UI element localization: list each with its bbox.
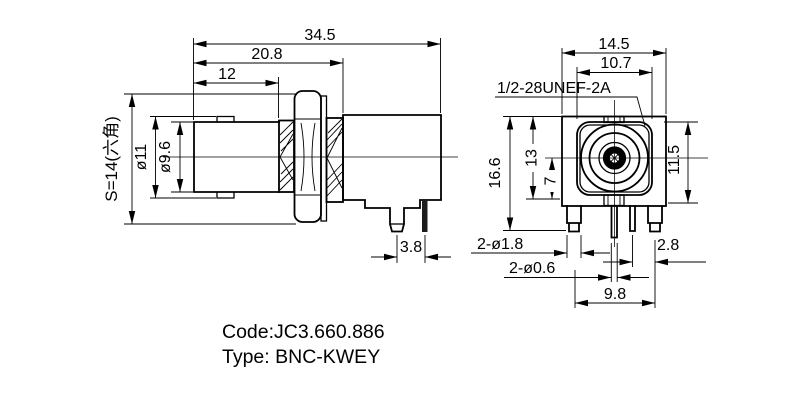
dim-3-8-label: 3.8 xyxy=(400,239,422,256)
dim-10-7: 10.7 xyxy=(576,55,653,119)
dim-3-8: 3.8 xyxy=(371,235,451,263)
dim-11-5-label: 11.5 xyxy=(666,145,683,175)
front-view: 14.5 10.7 1/2-28UNEF-2A 11.5 16.6 xyxy=(471,36,708,308)
part-type: Type: BNC-KWEY xyxy=(222,346,380,368)
dim-9-8: 9.8 xyxy=(574,270,655,308)
bnc-barrel-outline xyxy=(193,115,280,199)
dim-16-6-label: 16.6 xyxy=(487,157,504,188)
dim-d9-6-label: ø9.6 xyxy=(157,141,174,173)
socket-slots xyxy=(610,153,619,163)
dim-7: 7 xyxy=(543,158,560,199)
dim-2-d0-6: 2-ø0.6 xyxy=(504,243,649,282)
part-code: Code:JC3.660.886 xyxy=(222,321,385,343)
dim-s14-label: S=14(六角) xyxy=(102,116,121,202)
dim-13-label: 13 xyxy=(524,149,541,167)
dim-11-5: 11.5 xyxy=(664,121,698,204)
dim-2-8: 2.8 xyxy=(603,235,706,308)
dim-20-8-label: 20.8 xyxy=(251,46,282,63)
pcb-tab-leg xyxy=(422,200,428,232)
contact-ring xyxy=(602,146,627,170)
dim-12-label: 12 xyxy=(218,66,236,83)
coaxial-rings xyxy=(580,123,649,193)
bayonet-lug-bottom xyxy=(216,191,235,199)
front-legs xyxy=(566,205,663,239)
dim-20-8: 20.8 xyxy=(193,46,344,113)
dim-2-d1-8-label: 2-ø1.8 xyxy=(477,236,523,253)
dim-d11: ø11 xyxy=(133,116,216,199)
dim-7-label: 7 xyxy=(543,176,560,185)
hex-nut xyxy=(293,90,322,223)
dim-s14: S=14(六角) xyxy=(102,93,296,225)
dim-10-7-label: 10.7 xyxy=(600,55,631,72)
dim-2-d1-8: 2-ø1.8 xyxy=(471,235,610,258)
title-block: Code:JC3.660.886 Type: BNC-KWEY xyxy=(222,321,385,368)
thread-section-front xyxy=(278,119,295,193)
dim-2-d0-6-label: 2-ø0.6 xyxy=(509,260,555,277)
dim-14-5: 14.5 xyxy=(561,36,667,114)
dim-2-8-label: 2.8 xyxy=(657,237,679,254)
dim-34-5: 34.5 xyxy=(193,27,441,120)
thread-section-rear xyxy=(325,117,344,203)
dim-13: 13 xyxy=(524,116,560,200)
bayonet-lug-top xyxy=(216,115,235,123)
dim-d9-6: ø9.6 xyxy=(157,121,193,193)
dim-14-5-label: 14.5 xyxy=(598,36,629,53)
thread-spec-label: 1/2-28UNEF-2A xyxy=(497,80,611,97)
side-view: 34.5 20.8 12 S=14(六角) ø11 xyxy=(102,27,458,263)
thread-spec-callout: 1/2-28UNEF-2A xyxy=(495,80,646,127)
connector-body-block xyxy=(342,114,442,233)
flange-key-top xyxy=(603,115,625,124)
flange-key-bottom xyxy=(603,194,625,207)
dim-34-5-label: 34.5 xyxy=(304,27,335,44)
dim-9-8-label: 9.8 xyxy=(604,286,626,303)
dim-d11-label: ø11 xyxy=(133,144,150,170)
dim-12: 12 xyxy=(193,66,279,118)
